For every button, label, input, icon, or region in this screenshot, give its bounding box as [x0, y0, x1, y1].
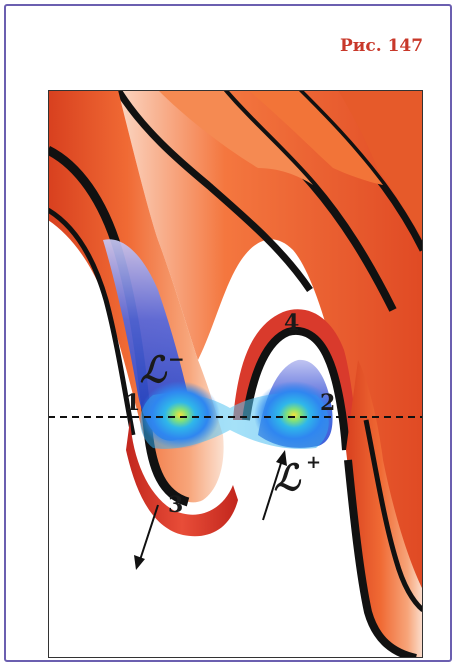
critical-point-right	[254, 381, 334, 449]
label-l-minus: ℒ	[140, 349, 168, 391]
label-l-plus-sign: +	[306, 452, 321, 473]
figure-illustration: 1 2 3 4 ℒ − ℒ +	[48, 90, 423, 658]
trough-band	[126, 420, 238, 537]
label-l-plus: ℒ	[274, 457, 302, 499]
label-point-2: 2	[320, 390, 335, 416]
central-peak	[233, 309, 358, 450]
page-frame	[4, 4, 452, 662]
arrow-left-down	[134, 504, 159, 570]
label-point-3: 3	[168, 492, 183, 518]
label-point-1: 1	[125, 390, 140, 416]
label-l-minus-sign: −	[168, 347, 185, 371]
figure-caption: Рис. 147	[340, 36, 424, 56]
arrow-right-up	[262, 450, 287, 521]
critical-point-left	[140, 381, 220, 449]
label-point-4: 4	[284, 310, 299, 336]
surface-diagram: 1 2 3 4 ℒ − ℒ +	[48, 90, 423, 658]
